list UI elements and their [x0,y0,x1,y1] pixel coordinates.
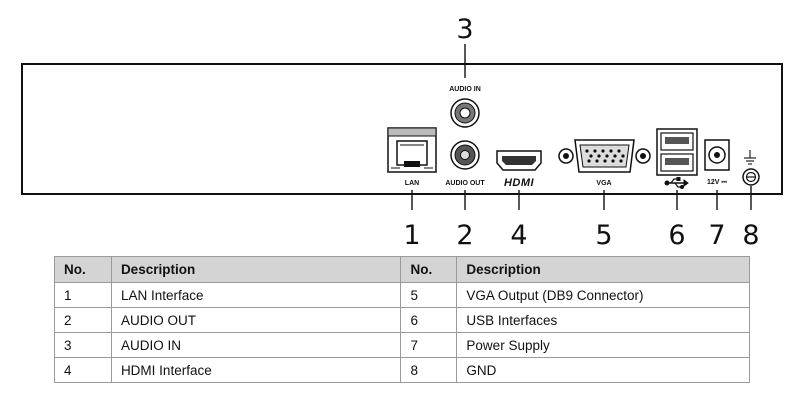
callout-4: 4 [510,220,527,251]
row-description: USB Interfaces [456,307,750,333]
audio-in-label: AUDIO IN [449,86,481,93]
callout-6: 6 [668,220,685,251]
table-row: 3 AUDIO IN 7 Power Supply [54,332,750,358]
usb-symbol-icon [664,177,689,189]
table-row: 2 AUDIO OUT 6 USB Interfaces [54,307,750,333]
row-number: 2 [54,307,112,333]
interface-table: No. Description No. Description 1 LAN In… [54,256,750,383]
row-description: HDMI Interface [110,357,402,383]
rear-panel-diagram: LAN AUDIO IN AUDIO OUT HDMI VGA [21,14,783,251]
power-label: 12V ⎓ [707,179,727,186]
audio-out-jack-icon [450,140,480,170]
chassis-outline [21,63,783,195]
header-description: Description [110,256,402,283]
vga-label: VGA [596,180,611,187]
row-description: VGA Output (DB9 Connector) [456,282,750,308]
row-description: Power Supply [456,332,750,358]
callout-5: 5 [595,220,612,251]
row-number: 8 [400,357,458,383]
table-header-row: No. Description No. Description [54,256,750,283]
header-no: No. [54,256,112,283]
vga-port-icon [558,139,651,173]
row-description: AUDIO OUT [110,307,402,333]
ground-symbol-icon [744,150,756,165]
row-description: GND [456,357,750,383]
callout-2: 2 [456,220,473,251]
callout-1: 1 [403,220,420,251]
callout-7: 7 [708,220,725,251]
hdmi-port-icon [496,150,542,171]
table-row: 1 LAN Interface 5 VGA Output (DB9 Connec… [54,282,750,308]
lan-label: LAN [405,180,419,187]
row-number: 4 [54,357,112,383]
table-row: 4 HDMI Interface 8 GND [54,357,750,383]
row-number: 5 [400,282,458,308]
row-number: 3 [54,332,112,358]
callout-8: 8 [742,220,759,251]
row-description: LAN Interface [110,282,402,308]
row-description: AUDIO IN [110,332,402,358]
audio-out-label: AUDIO OUT [445,180,485,187]
callout-3: 3 [456,14,473,45]
header-description: Description [456,256,750,283]
row-number: 7 [400,332,458,358]
audio-in-jack-icon [450,98,480,128]
power-jack-icon [704,139,730,171]
usb-ports-icon [656,128,698,176]
row-number: 1 [54,282,112,308]
ground-screw-icon [742,168,760,186]
leader-lines [411,44,752,210]
hdmi-logo: HDMI [504,177,535,189]
header-no: No. [400,256,458,283]
lan-port-icon [387,127,437,173]
row-number: 6 [400,307,458,333]
